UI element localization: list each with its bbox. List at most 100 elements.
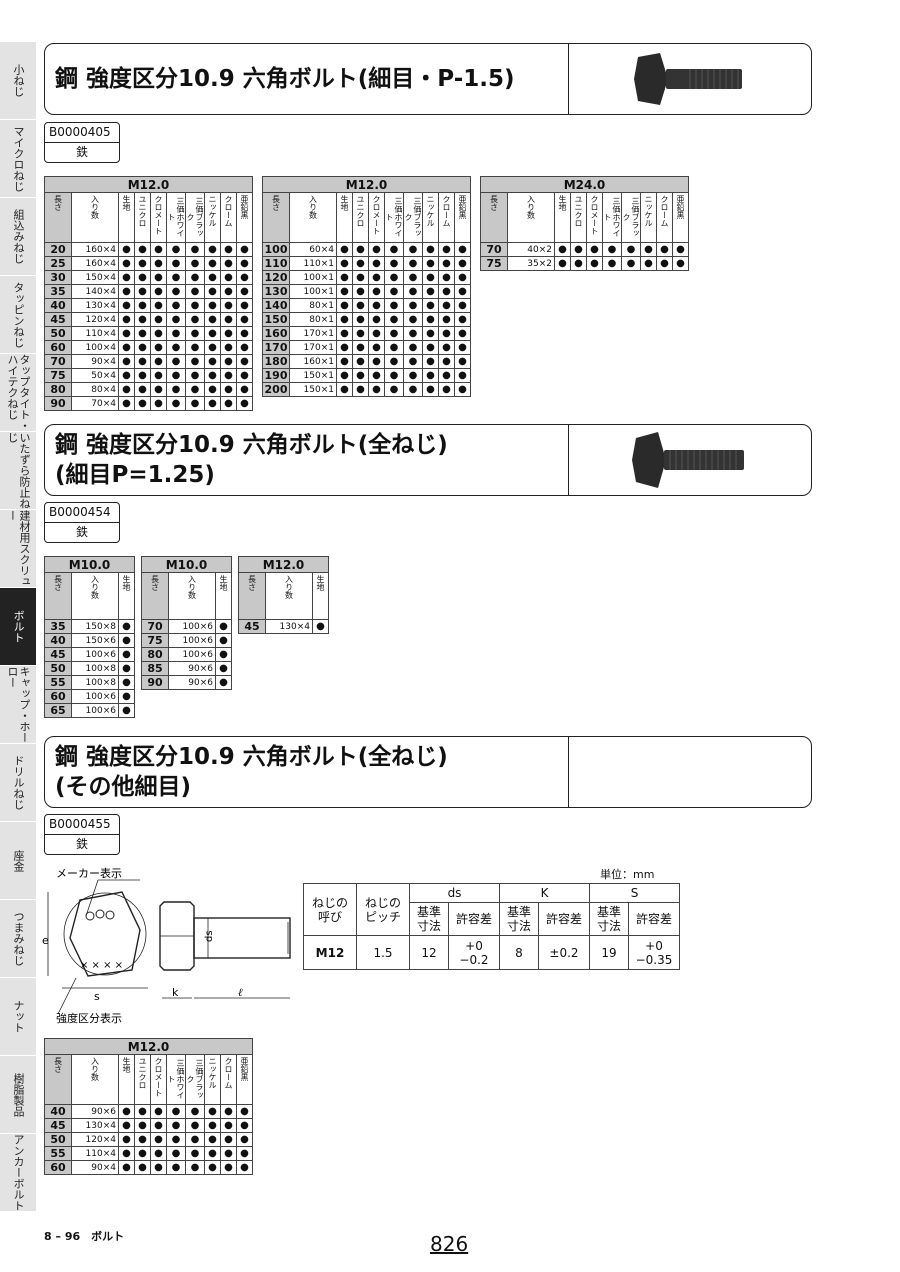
quantity-cell: 110×4 <box>71 1146 119 1161</box>
column-header: ニッケル <box>422 192 439 243</box>
availability-dot: ● <box>150 242 167 257</box>
availability-dot: ● <box>118 1104 135 1119</box>
quantity-cell: 170×1 <box>289 326 337 341</box>
side-tab-14[interactable]: アンカーボルト <box>0 1134 36 1212</box>
spec-h-base-2: 基準寸法 <box>499 902 539 936</box>
column-header: 生地 <box>118 572 135 620</box>
availability-dot: ● <box>150 396 167 411</box>
availability-dot: ● <box>336 242 353 257</box>
availability-dot: ● <box>166 270 186 285</box>
availability-dot: ● <box>118 368 135 383</box>
column-header-text: 生地 <box>122 1057 131 1073</box>
availability-dot: ● <box>185 1160 205 1175</box>
length-cell: 100 <box>262 242 290 257</box>
length-cell: 35 <box>44 284 72 299</box>
availability-dot: ● <box>185 270 205 285</box>
spec-h-tol-1: 許容差 <box>448 902 500 936</box>
column-header-text: ユニクロ <box>138 195 147 227</box>
availability-dot: ● <box>422 270 439 285</box>
availability-dot: ● <box>384 298 404 313</box>
availability-dot: ● <box>204 312 221 327</box>
spec-h-tol-2: 許容差 <box>538 902 590 936</box>
availability-dot: ● <box>368 242 385 257</box>
availability-dot: ● <box>134 284 151 299</box>
side-tab-9[interactable]: ドリルねじ <box>0 744 36 822</box>
length-cell: 45 <box>238 619 266 634</box>
side-tab-11[interactable]: つまみねじ <box>0 900 36 978</box>
column-header-text: 入り数 <box>90 1057 100 1081</box>
side-tab-10[interactable]: 座金 <box>0 822 36 900</box>
quantity-cell: 90×6 <box>168 661 216 676</box>
availability-dot: ● <box>422 340 439 355</box>
column-header: 入り数 <box>71 192 119 243</box>
side-tab-2[interactable]: 組込みねじ <box>0 198 36 276</box>
spec-h-tol-3: 許容差 <box>628 902 680 936</box>
availability-dot: ● <box>204 1104 221 1119</box>
availability-dot: ● <box>150 354 167 369</box>
column-header-text: クロメート <box>154 1057 163 1097</box>
side-tab-12[interactable]: ナット <box>0 978 36 1056</box>
quantity-cell: 150×1 <box>289 382 337 397</box>
length-cell: 70 <box>44 354 72 369</box>
length-cell: 45 <box>44 647 72 662</box>
availability-dot: ● <box>336 326 353 341</box>
column-header-text: 生地 <box>122 195 131 211</box>
length-cell: 180 <box>262 354 290 369</box>
availability-dot: ● <box>204 354 221 369</box>
side-tab-0[interactable]: 小ねじ <box>0 42 36 120</box>
column-header-text: 亜鉛黒 <box>458 195 467 219</box>
quantity-cell: 80×1 <box>289 312 337 327</box>
side-tabs: 小ねじマイクロねじ組込みねじタッピンねじタップタイト・ハイテクねじいたずら防止ね… <box>0 42 36 1212</box>
spec-h-base-3: 基準寸法 <box>589 902 629 936</box>
side-tab-label: 建材用スクリュー <box>6 510 31 587</box>
availability-dot: ● <box>352 242 369 257</box>
availability-dot: ● <box>438 382 455 397</box>
availability-dot: ● <box>352 284 369 299</box>
spec-ds-tol-top: +0 <box>465 938 483 953</box>
length-cell: 75 <box>480 256 508 271</box>
side-tab-3[interactable]: タッピンねじ <box>0 276 36 354</box>
maker-label: メーカー表示 <box>56 866 122 880</box>
availability-dot: ● <box>185 354 205 369</box>
side-tab-8[interactable]: キャップ・ホーロー <box>0 666 36 744</box>
availability-dot: ● <box>118 354 135 369</box>
availability-dot: ● <box>150 326 167 341</box>
side-tab-4[interactable]: タップタイト・ハイテクねじ <box>0 354 36 432</box>
quantity-cell: 100×8 <box>71 675 119 690</box>
side-tab-6[interactable]: 建材用スクリュー <box>0 510 36 588</box>
column-header: 亜鉛黒 <box>672 192 689 243</box>
column-header: クローム <box>656 192 673 243</box>
column-header: 生地 <box>215 572 232 620</box>
column-header: ユニクロ <box>134 1054 151 1105</box>
table-size-title: M10.0 <box>44 556 135 573</box>
availability-dot: ● <box>454 312 471 327</box>
availability-dot: ● <box>586 256 603 271</box>
availability-dot: ● <box>166 368 186 383</box>
availability-dot: ● <box>422 242 439 257</box>
section2-title-line2: (細目P=1.25) <box>55 462 215 488</box>
availability-dot: ● <box>640 242 657 257</box>
side-tab-7[interactable]: ボルト <box>0 588 36 666</box>
availability-dot: ● <box>118 256 135 271</box>
quantity-cell: 150×8 <box>71 619 119 634</box>
side-tab-1[interactable]: マイクロねじ <box>0 120 36 198</box>
side-tab-5[interactable]: いたずら防止ねじ <box>0 432 36 510</box>
table-size-title: M12.0 <box>238 556 329 573</box>
availability-dot: ● <box>422 256 439 271</box>
column-header: クロメート <box>586 192 603 243</box>
side-tab-label: タップタイト・ハイテクねじ <box>6 354 31 431</box>
length-cell: 60 <box>44 1160 72 1175</box>
quantity-cell: 130×4 <box>265 619 313 634</box>
availability-dot: ● <box>438 368 455 383</box>
column-header: 三価ブラック <box>185 1054 205 1105</box>
column-header-text: ニッケル <box>208 195 217 227</box>
side-tab-13[interactable]: 樹脂製品 <box>0 1056 36 1134</box>
